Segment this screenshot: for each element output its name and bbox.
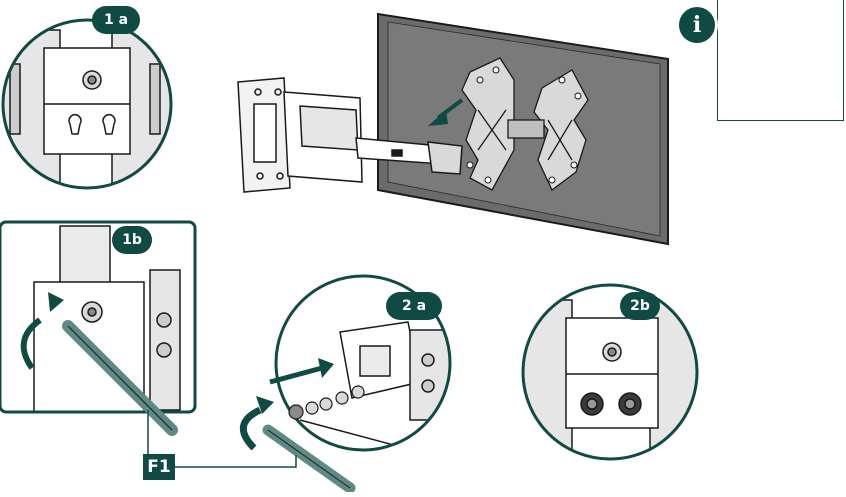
wall-plate (237, 77, 291, 193)
detail-2b (521, 283, 699, 461)
mount-direction-arrow (428, 98, 464, 126)
bracket-arm (283, 91, 463, 183)
allen-key-1b (62, 320, 178, 436)
info-panel (717, 0, 844, 121)
step-badge-1a: 1 a (92, 6, 140, 34)
rotate-arrow-2a (240, 406, 262, 451)
f1-leader-lines (147, 410, 297, 468)
info-symbol: i (692, 12, 702, 38)
detail-1a (1, 18, 173, 190)
insert-arrow-2a (269, 358, 334, 385)
step-badge-2a: 2 a (386, 292, 442, 320)
detail-1b (0, 220, 197, 436)
vesa-plate (461, 57, 589, 192)
step-badge-1b: 1b (112, 226, 152, 254)
info-icon: i (676, 4, 718, 46)
vesa-bolts (466, 66, 582, 184)
allen-key-2a (262, 424, 356, 494)
washers-and-bolt (288, 385, 365, 420)
step-badge-2b: 2b (620, 292, 660, 320)
tool-label-f1: F1 (143, 454, 175, 480)
